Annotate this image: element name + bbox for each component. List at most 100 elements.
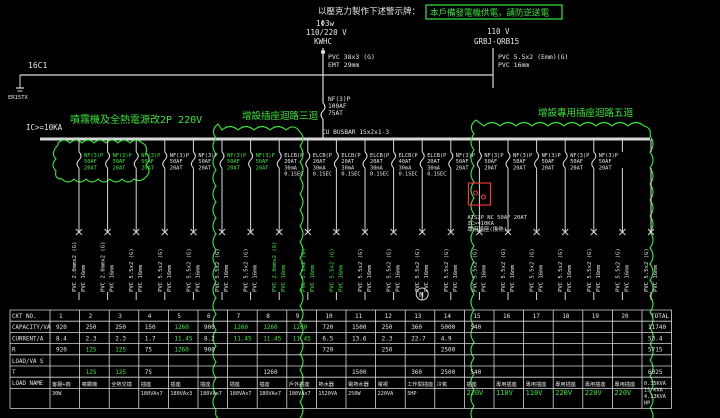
breaker-label-14-3: 20AT	[456, 165, 470, 171]
breaker-label-11-3: 30mA	[370, 165, 384, 171]
row-label-3: R	[12, 348, 16, 354]
breaker-label-4-1: NF(3)P	[170, 153, 189, 159]
load-desc-13: 5HP	[407, 391, 416, 397]
branch-breaker-1	[76, 151, 82, 169]
branch-breaker-19	[591, 151, 597, 169]
load-desc-19: 220V	[585, 389, 603, 397]
breaker-label-5-1: NF(3)P	[198, 153, 217, 159]
branch-breaker-8	[276, 151, 282, 169]
breaker-label-17-1: NF(3)P	[542, 153, 561, 159]
row-label-2: CURRENT/A	[12, 336, 44, 342]
breaker-label-18-2: 50AF	[570, 159, 583, 165]
breaker-label-15-3: 20AT	[484, 165, 498, 171]
ckt-no-15: 15	[473, 313, 481, 320]
source-meter: KWHC	[314, 37, 332, 46]
ats-frame	[467, 182, 491, 206]
breaker-label-9-4: 0.1SEC	[313, 172, 332, 178]
cell-2-21: 53.4	[648, 335, 663, 342]
load-name-15: 插座	[466, 380, 476, 388]
cable-conduit-12: PVC 16mm	[396, 264, 402, 292]
branch-tick-b-17	[533, 228, 540, 236]
group-label-left: 噴霧機及全熱電源改2P 220V	[70, 113, 202, 126]
branch-tick-b-18	[561, 228, 569, 236]
cell-5-8: 1260	[263, 369, 278, 376]
branch-tick-b-9	[304, 228, 312, 236]
warning-sign-frame	[425, 4, 563, 20]
load-name-20: 專用插座	[614, 380, 635, 388]
cell-5-13: 360	[411, 369, 422, 376]
total-extra-4: HP	[644, 401, 650, 407]
cell-5-21: 6025	[648, 369, 663, 376]
ckt-no-13: 13	[414, 313, 422, 320]
branch-tick-b-19	[590, 228, 598, 236]
ckt-no-10: 10	[325, 313, 333, 320]
cell-1-11: 1500	[352, 324, 367, 331]
total-extra-1: 0.35KVA	[644, 381, 667, 387]
total-extra-3: 4.13KVA	[644, 394, 667, 400]
group-cloud-middle	[212, 123, 304, 418]
cable-conduit-2: PVC 16mm	[110, 264, 116, 292]
cable-spec-3: PVC 5.5x2 (G)	[129, 248, 135, 292]
cell-5-15: 540	[470, 369, 481, 376]
breaker-label-11-2: 20AT	[370, 159, 384, 165]
load-desc-8: 180VAx7	[259, 391, 281, 397]
breaker-label-15-1: NF(3)P	[484, 153, 503, 159]
ckt-no-9: 9	[296, 313, 300, 320]
cell-3-6: 900	[204, 347, 215, 354]
branch-tick-b-4	[161, 228, 169, 236]
breaker-label-8-2: 20AT	[284, 159, 298, 165]
cable-spec-4: PVC 5.5x2 (G)	[158, 248, 164, 292]
breaker-label-8-1: ELCB(P	[284, 153, 303, 159]
ckt-no-16: 16	[503, 313, 511, 320]
branch-breaker-6	[219, 151, 225, 169]
breaker-label-12-1: ELCB(P	[399, 153, 418, 159]
breaker-label-1-3: 20AT	[84, 165, 98, 171]
cable-conduit-15: PVC 16mm	[481, 264, 487, 292]
cable-conduit-3: PVC 16mm	[138, 264, 144, 292]
breaker-label-14-2: 50AF	[456, 159, 469, 165]
load-desc-16: 110V	[496, 389, 514, 397]
load-name-17: 專用插座	[526, 380, 547, 388]
branch-breaker-2	[105, 151, 111, 169]
breaker-label-4-2: 50AF	[170, 159, 183, 165]
load-name-7: 插座	[230, 380, 240, 388]
ground-label: ER15TX	[8, 95, 29, 101]
load-name-11: 電熱水器	[348, 380, 370, 388]
branch-tick-b-5	[190, 228, 197, 236]
branch-breaker-13	[419, 151, 425, 169]
breaker-label-1-1: NF(3)P	[84, 153, 103, 159]
cable-spec-21: PVC 5.5x2 (G)	[644, 248, 650, 292]
cable-conduit-1: PVC 16mm	[81, 264, 87, 292]
cable-conduit-11: PVC 16mm	[367, 264, 373, 292]
breaker-label-12-2: 40AT	[399, 159, 413, 165]
cell-3-3: 125	[115, 347, 126, 354]
breaker-label-11-4: 0.1SEC	[370, 172, 389, 178]
cell-2-2: 2.3	[86, 335, 97, 342]
cable-conduit-18: PVC 16mm	[567, 264, 573, 292]
breaker-label-11-1: ELCB(P	[370, 153, 389, 159]
breaker-label-13-1: ELCB(P	[427, 153, 446, 159]
cell-1-3: 250	[115, 324, 126, 331]
branch-tick-b-12	[390, 228, 397, 236]
ats-contact-2	[480, 194, 486, 200]
ckt-no-12: 12	[385, 313, 393, 320]
breaker-label-1-2: 50AF	[84, 159, 97, 165]
cable-spec-9: PVC 5.5x2 (G)	[301, 248, 307, 292]
breaker-label-5-2: 50AF	[198, 159, 211, 165]
cable-conduit-20: PVC 16mm	[624, 264, 630, 292]
cable-conduit-7: PVC 16mm	[253, 264, 259, 292]
cell-2-5: 11.45	[174, 335, 192, 342]
load-desc-1: 30W	[52, 391, 62, 397]
breaker-label-7-3: 20AT	[256, 165, 270, 171]
load-desc-15: 220V	[466, 389, 484, 397]
cell-1-13: 360	[411, 324, 422, 331]
ckt-no-19: 19	[592, 313, 600, 320]
group-label-middle: 增設插座迴路三迴	[242, 110, 319, 122]
cable-spec-11: PVC 5.5x2 (G)	[358, 248, 364, 292]
ic-rating: IC>=10KA	[26, 123, 63, 132]
cable-conduit-6: PVC 16mm	[224, 264, 230, 292]
cable-conduit-9: PVC 16mm	[310, 264, 316, 292]
branch-tick-b-3	[132, 228, 140, 236]
load-name-6: 插座	[200, 380, 210, 388]
